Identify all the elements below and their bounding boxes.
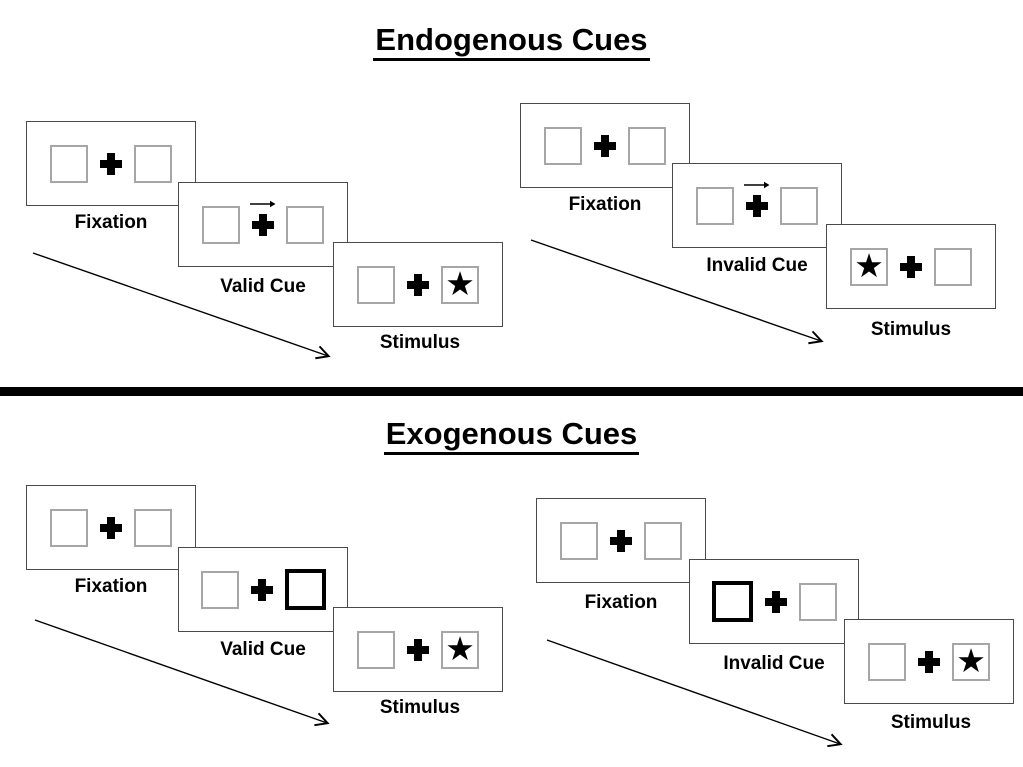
right-box	[934, 247, 972, 286]
panel-label-stimulus: Stimulus	[379, 332, 461, 353]
panel-valid-cue	[178, 547, 348, 632]
panel-label-fixation: Fixation	[74, 576, 148, 597]
panel-label-fixation: Fixation	[584, 592, 658, 613]
panel-invalid-cue	[689, 559, 859, 644]
panel-label-invalid-cue: Invalid Cue	[706, 255, 808, 276]
fixation-cross-icon	[250, 578, 273, 601]
timeline-arrow	[530, 239, 824, 345]
left-box-highlighted	[711, 581, 753, 622]
fixation-cross-icon	[594, 134, 616, 157]
fixation-cross-icon	[407, 273, 429, 296]
fixation-cross-icon	[764, 590, 787, 613]
section-title-endogenous: Endogenous Cues	[0, 22, 1023, 61]
panel-label-fixation: Fixation	[74, 212, 148, 233]
star-icon: ★	[854, 246, 884, 284]
left-box	[868, 642, 906, 681]
right-box	[798, 582, 837, 621]
right-box: ★	[952, 641, 990, 681]
left-box	[357, 265, 395, 304]
panel-label-valid-cue: Valid Cue	[220, 276, 306, 297]
panel-label-stimulus: Stimulus	[379, 697, 461, 718]
fixation-cross-icon	[407, 638, 429, 661]
star-icon: ★	[956, 641, 986, 679]
right-box	[134, 508, 172, 547]
panel-label-invalid-cue: Invalid Cue	[723, 653, 825, 674]
fixation-cross-icon	[100, 152, 122, 175]
star-icon: ★	[445, 629, 475, 667]
right-box	[780, 186, 818, 225]
fixation-cross-icon	[610, 529, 632, 552]
right-box	[644, 521, 682, 560]
left-box	[357, 630, 395, 669]
timeline-arrow	[32, 252, 331, 360]
right-box	[286, 205, 324, 244]
right-box: ★	[441, 264, 479, 304]
star-icon: ★	[445, 264, 475, 302]
left-box	[50, 508, 88, 547]
panel-fixation	[26, 485, 196, 570]
left-box	[202, 205, 240, 244]
panel-stimulus: ★	[333, 607, 503, 692]
right-box	[134, 144, 172, 183]
panel-fixation	[26, 121, 196, 206]
left-box: ★	[850, 246, 888, 286]
panel-valid-cue	[178, 182, 348, 267]
panel-label-stimulus: Stimulus	[890, 712, 972, 733]
panel-label-stimulus: Stimulus	[870, 319, 952, 340]
cue-arrow-icon	[250, 200, 276, 207]
timeline-arrow	[34, 619, 330, 727]
panel-stimulus: ★	[333, 242, 503, 327]
panel-fixation	[520, 103, 690, 188]
panel-stimulus: ★	[826, 224, 996, 309]
right-box	[628, 126, 666, 165]
panel-label-fixation: Fixation	[568, 194, 642, 215]
right-box-highlighted	[284, 569, 326, 610]
panel-fixation	[536, 498, 706, 583]
left-box	[200, 570, 239, 609]
panel-invalid-cue	[672, 163, 842, 248]
left-box	[696, 186, 734, 225]
panel-label-valid-cue: Valid Cue	[220, 639, 306, 660]
left-box	[544, 126, 582, 165]
fixation-cross-icon	[100, 516, 122, 539]
cue-arrow-icon	[744, 181, 770, 188]
section-divider	[0, 387, 1023, 396]
timeline-arrow	[546, 639, 843, 748]
fixation-cross-icon	[250, 200, 276, 236]
right-box: ★	[441, 629, 479, 669]
left-box	[560, 521, 598, 560]
panel-stimulus: ★	[844, 619, 1014, 704]
fixation-cross-icon	[900, 255, 922, 278]
fixation-cross-icon	[744, 181, 770, 217]
fixation-cross-icon	[918, 650, 940, 673]
section-title-exogenous: Exogenous Cues	[0, 416, 1023, 455]
left-box	[50, 144, 88, 183]
